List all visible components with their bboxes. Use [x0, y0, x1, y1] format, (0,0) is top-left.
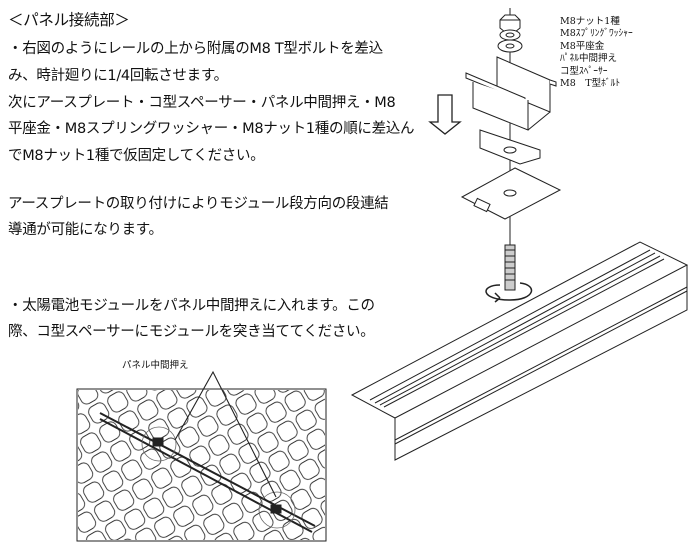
nut-icon: [499, 14, 521, 33]
part-label-spring-washer: M8ｽﾌﾟﾘﾝｸﾞﾜｯｼｬｰ: [560, 28, 633, 39]
earth-plate-icon: [460, 167, 562, 220]
section-title: ＜パネル接続部＞: [8, 11, 130, 29]
note-line: アースプレートの取り付けによりモジュール段方向の段連結: [8, 196, 389, 212]
instruction-line: ・右図のようにレールの上から附属のM8 T型ボルトを差込: [8, 41, 383, 57]
instruction-line: 平座金・M8スプリングワッシャー・M8ナット1種の順に差込ん: [8, 121, 415, 137]
rotate-arrow-icon: [485, 282, 533, 303]
part-label-panel-clamp: ﾊﾟﾈﾙ中間押え: [560, 53, 618, 64]
part-label-t-bolt: M8 T型ﾎﾞﾙﾄ: [560, 78, 621, 89]
instruction-line: み、時計廻りに1/4回転させます。: [8, 68, 228, 84]
panel-clamp-icon: [465, 56, 557, 131]
solar-module-photo: [76, 370, 327, 542]
flat-washer-icon: [497, 39, 523, 53]
spacer-icon: [479, 129, 541, 165]
part-label-flat-washer: M8平座金: [560, 41, 605, 52]
callout-leader: [174, 370, 277, 498]
rail-icon: [350, 241, 689, 461]
down-arrow-icon: [428, 94, 462, 135]
part-label-nut: M8ナット1種: [560, 16, 620, 27]
module-instruction-line: ・太陽電池モジュールをパネル中間押えに入れます。この: [8, 298, 375, 314]
spring-washer-icon: [499, 29, 521, 41]
instruction-line: 次にアースプレート・コ型スペーサー・パネル中間押え・M8: [8, 95, 396, 111]
note-line: 導通が可能になります。: [8, 222, 163, 238]
photo-callout-label: パネル中間押え: [122, 360, 189, 371]
instruction-line: でM8ナット1種で仮固定してください。: [8, 148, 265, 164]
t-bolt-icon: [485, 244, 533, 303]
module-instruction-line: 際、コ型スペーサーにモジュールを突き当ててください。: [8, 324, 375, 340]
part-label-spacer: コ型ｽﾍﾟｰｻｰ: [560, 66, 608, 77]
